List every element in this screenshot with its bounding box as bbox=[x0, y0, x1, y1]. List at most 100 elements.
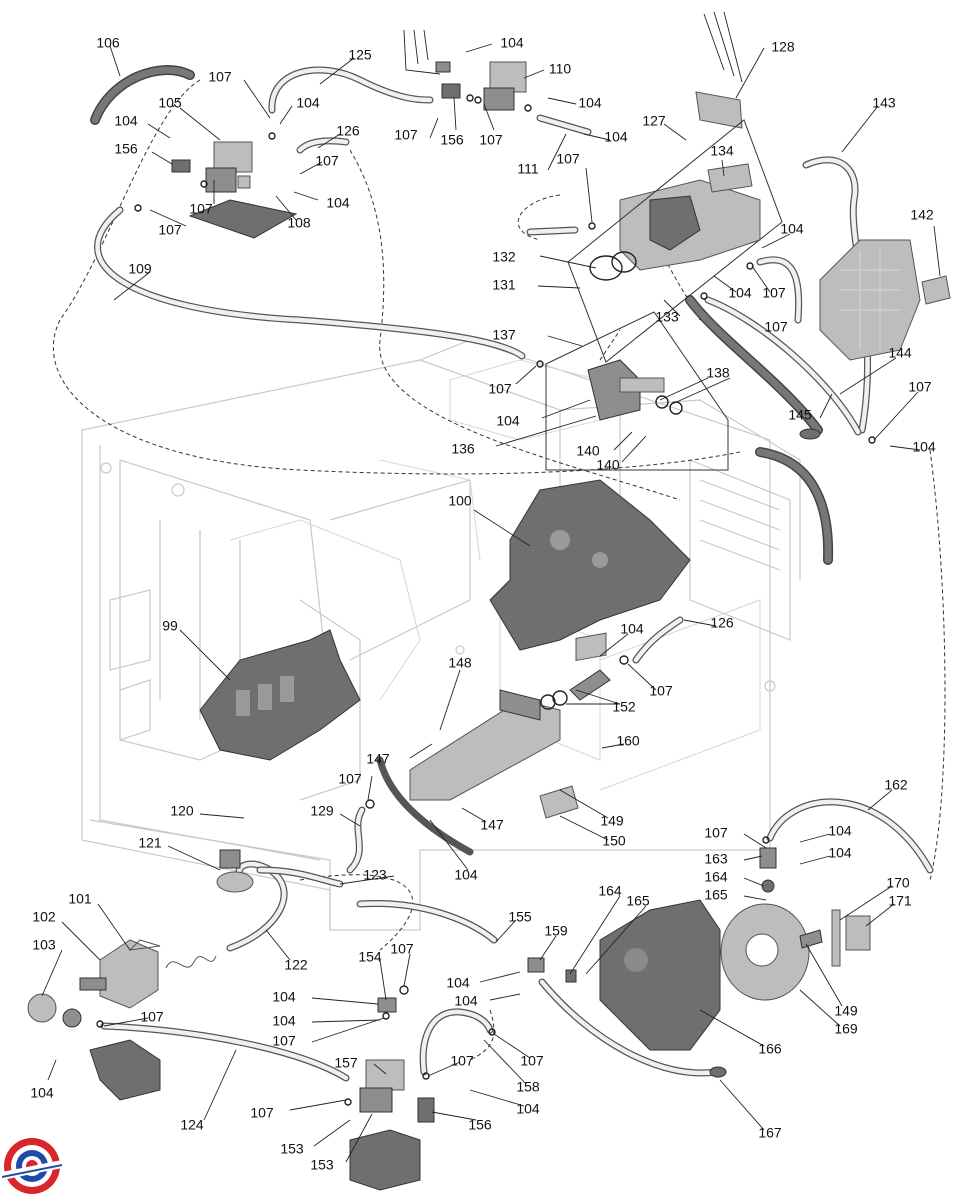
part-label: 104 bbox=[30, 1085, 54, 1101]
part-label: 109 bbox=[128, 261, 152, 277]
part-label: 140 bbox=[596, 457, 620, 473]
part-label: 156 bbox=[440, 132, 464, 148]
part-label: 104 bbox=[620, 621, 644, 637]
part-label: 104 bbox=[326, 195, 350, 211]
leader-lines bbox=[41, 43, 941, 1163]
parts bbox=[27, 11, 951, 1191]
part-label: 143 bbox=[872, 95, 896, 111]
part-label: 153 bbox=[280, 1141, 304, 1157]
part-label: 104 bbox=[780, 221, 804, 237]
part-label: 153 bbox=[310, 1157, 334, 1173]
part-label: 107 bbox=[140, 1009, 164, 1025]
part-label: 149 bbox=[834, 1003, 858, 1019]
part-label: 107 bbox=[764, 319, 788, 335]
part-label: 107 bbox=[450, 1053, 474, 1069]
part-label: 156 bbox=[114, 141, 138, 157]
part-label: 104 bbox=[454, 867, 478, 883]
part-label: 165 bbox=[626, 893, 650, 909]
part-label: 145 bbox=[788, 407, 812, 423]
part-label: 107 bbox=[189, 201, 213, 217]
part-label: 136 bbox=[451, 441, 475, 457]
part-label: 138 bbox=[706, 365, 730, 381]
part-label: 107 bbox=[394, 127, 418, 143]
part-label: 104 bbox=[912, 439, 936, 455]
part-label: 147 bbox=[480, 817, 504, 833]
part-label: 107 bbox=[649, 683, 673, 699]
assembly-boxes bbox=[545, 119, 783, 471]
part-label: 132 bbox=[492, 249, 516, 265]
part-label: 104 bbox=[272, 989, 296, 1005]
part-label: 144 bbox=[888, 345, 912, 361]
part-label: 142 bbox=[910, 207, 934, 223]
part-label: 158 bbox=[516, 1079, 540, 1095]
part-label: 152 bbox=[612, 699, 636, 715]
part-label: 107 bbox=[208, 69, 232, 85]
part-label: 102 bbox=[32, 909, 56, 925]
part-label: 103 bbox=[32, 937, 56, 953]
part-label: 104 bbox=[454, 993, 478, 1009]
part-label: 100 bbox=[448, 493, 472, 509]
part-label: 164 bbox=[598, 883, 622, 899]
part-label: 104 bbox=[604, 129, 628, 145]
part-label: 104 bbox=[728, 285, 752, 301]
part-label: 104 bbox=[446, 975, 470, 991]
part-label: 104 bbox=[516, 1101, 540, 1117]
part-label: 123 bbox=[363, 867, 387, 883]
part-label: 147 bbox=[366, 751, 390, 767]
part-label: 121 bbox=[138, 835, 162, 851]
part-label: 170 bbox=[886, 875, 910, 891]
part-label: 99 bbox=[162, 618, 178, 634]
part-label: 128 bbox=[771, 39, 795, 55]
part-label: 124 bbox=[180, 1117, 204, 1133]
part-label: 157 bbox=[334, 1055, 358, 1071]
part-label: 107 bbox=[315, 153, 339, 169]
part-label: 107 bbox=[250, 1105, 274, 1121]
part-label: 149 bbox=[600, 813, 624, 829]
part-label: 107 bbox=[908, 379, 932, 395]
part-label: 129 bbox=[310, 803, 334, 819]
part-label: 171 bbox=[888, 893, 912, 909]
part-label: 167 bbox=[758, 1125, 782, 1141]
part-label: 107 bbox=[556, 151, 580, 167]
part-label: 104 bbox=[828, 823, 852, 839]
part-label: 107 bbox=[158, 222, 182, 238]
part-label: 107 bbox=[272, 1033, 296, 1049]
part-label: 166 bbox=[758, 1041, 782, 1057]
part-label: 111 bbox=[517, 161, 538, 177]
part-label: 104 bbox=[114, 113, 138, 129]
part-label: 126 bbox=[336, 123, 360, 139]
part-label: 104 bbox=[500, 35, 524, 51]
part-label: 162 bbox=[884, 777, 908, 793]
part-label: 105 bbox=[158, 95, 182, 111]
part-label: 133 bbox=[655, 309, 679, 325]
part-label: 163 bbox=[704, 851, 728, 867]
part-label: 104 bbox=[296, 95, 320, 111]
part-label: 160 bbox=[616, 733, 640, 749]
part-label: 126 bbox=[710, 615, 734, 631]
hoses bbox=[90, 65, 934, 1082]
part-label: 159 bbox=[544, 923, 568, 939]
machine-frame bbox=[81, 339, 801, 931]
part-label: 107 bbox=[479, 132, 503, 148]
part-label: 127 bbox=[642, 113, 666, 129]
part-label: 107 bbox=[704, 825, 728, 841]
dashed-connections bbox=[52, 79, 946, 1061]
part-label: 107 bbox=[488, 381, 512, 397]
part-label: 154 bbox=[358, 949, 382, 965]
part-label: 106 bbox=[96, 35, 120, 51]
part-label: 101 bbox=[68, 891, 92, 907]
part-label: 108 bbox=[287, 215, 311, 231]
part-label: 120 bbox=[170, 803, 194, 819]
part-label: 164 bbox=[704, 869, 728, 885]
part-label: 137 bbox=[492, 327, 516, 343]
part-label: 107 bbox=[338, 771, 362, 787]
part-label: 156 bbox=[468, 1117, 492, 1133]
part-label: 148 bbox=[448, 655, 472, 671]
part-label: 104 bbox=[828, 845, 852, 861]
part-label: 140 bbox=[576, 443, 600, 459]
part-label: 107 bbox=[520, 1053, 544, 1069]
part-label: 131 bbox=[492, 277, 516, 293]
part-label: 165 bbox=[704, 887, 728, 903]
